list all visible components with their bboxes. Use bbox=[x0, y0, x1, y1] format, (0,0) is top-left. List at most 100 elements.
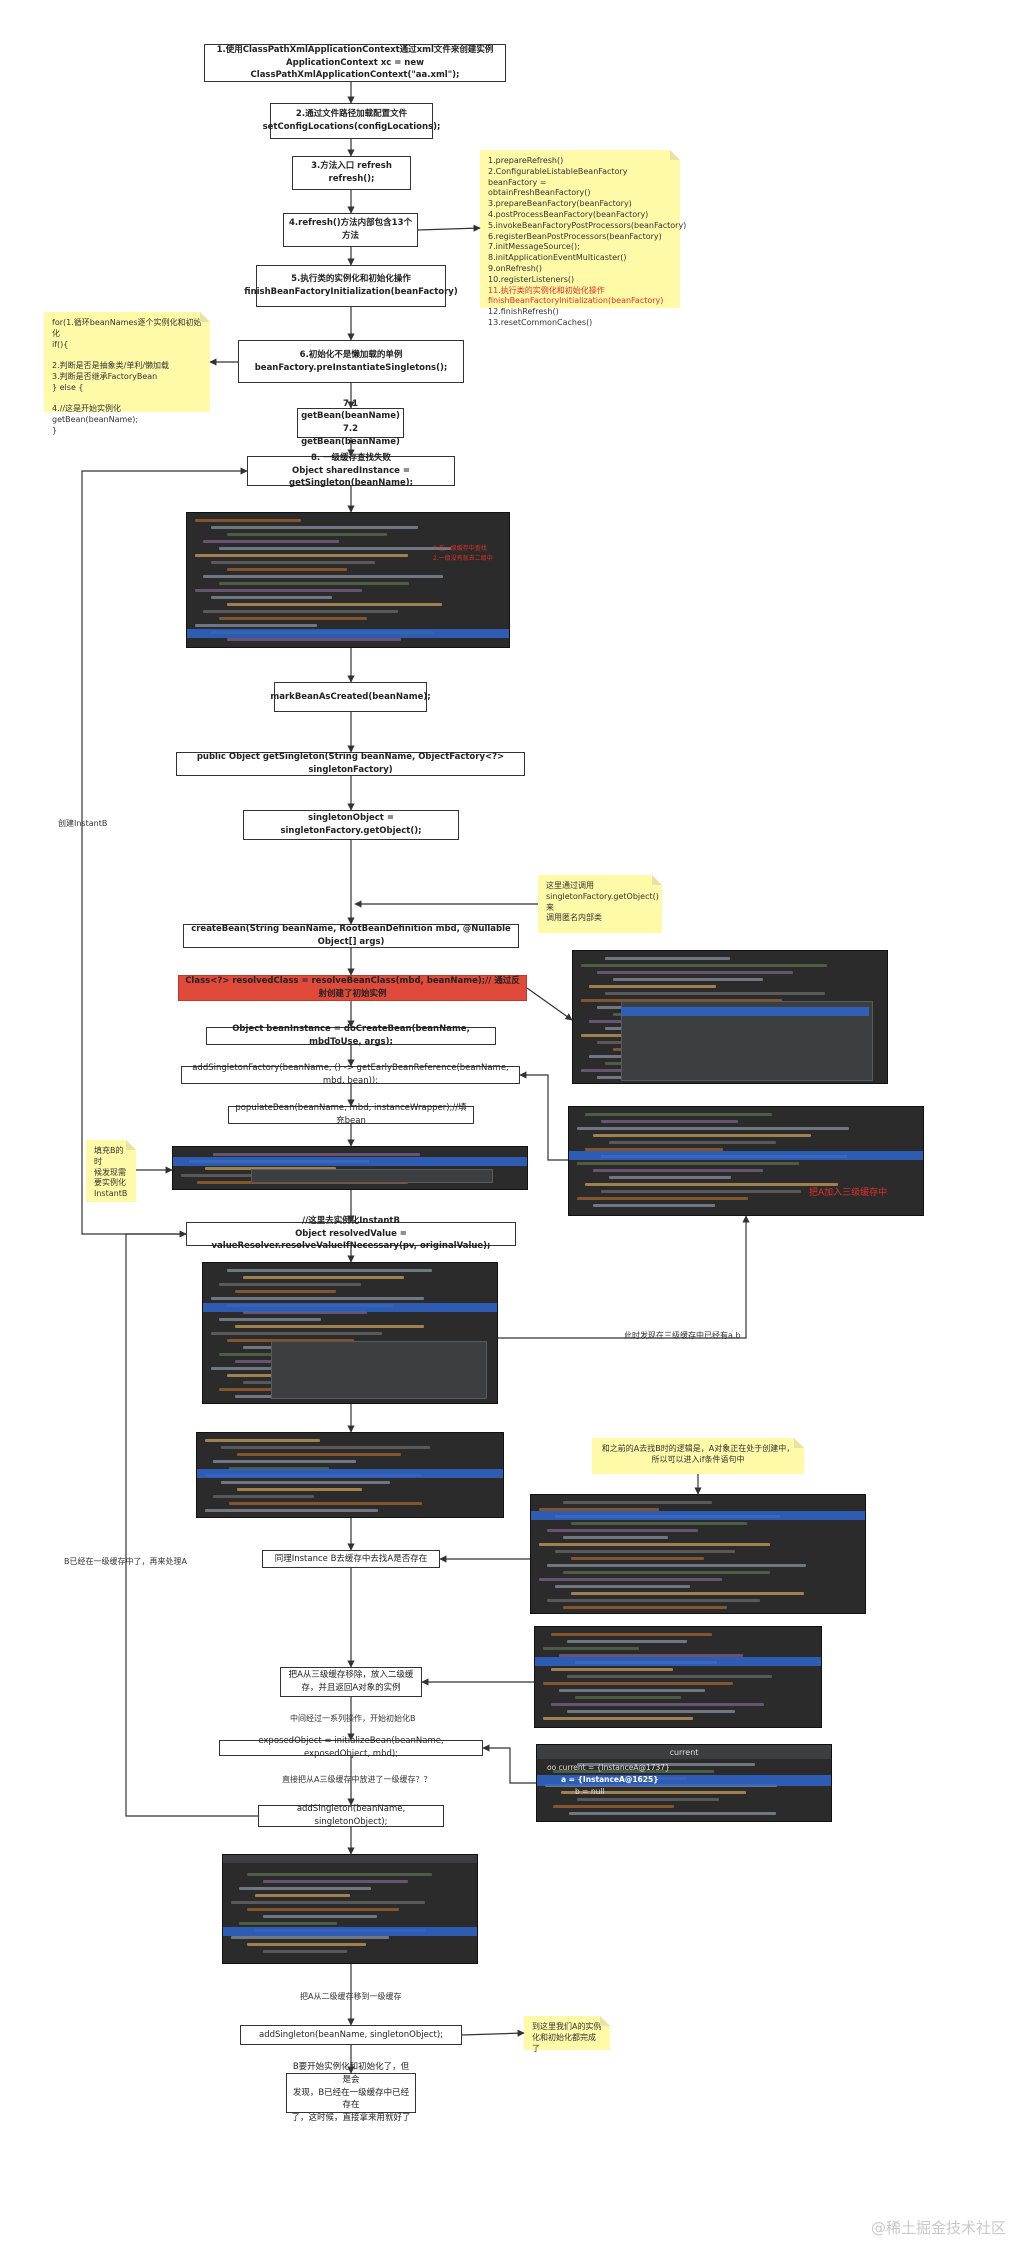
code-line bbox=[555, 1585, 690, 1588]
code-line bbox=[235, 1290, 336, 1293]
code-line bbox=[593, 1169, 763, 1172]
b-ready-line3: 了，这时候，直接拿来用就好了 bbox=[291, 2113, 411, 2124]
do-create-bean-code: Object beanInstance = doCreateBean(beanN… bbox=[232, 1024, 470, 1047]
code-line bbox=[589, 985, 716, 988]
a-done-note-line: 到这里我们A的实例 bbox=[532, 2022, 602, 2031]
code-line bbox=[227, 1339, 355, 1342]
note-fold bbox=[670, 150, 680, 160]
code-line bbox=[593, 1204, 715, 1207]
code-line bbox=[247, 1908, 399, 1911]
code-line bbox=[227, 568, 347, 571]
code-line bbox=[563, 1571, 771, 1574]
refresh-method-item: 8.initApplicationEventMulticaster() bbox=[488, 253, 627, 263]
code-line bbox=[577, 1162, 799, 1165]
a-done-note-line: 化和初始化都完成了 bbox=[532, 2032, 596, 2053]
code-line bbox=[239, 1922, 338, 1925]
code-line bbox=[577, 1763, 756, 1766]
refresh-method-item: 4.postProcessBeanFactory(beanFactory) bbox=[488, 209, 649, 219]
arrow-to-refresh-note bbox=[417, 224, 481, 232]
code-line bbox=[195, 624, 317, 627]
code-line bbox=[547, 1599, 760, 1602]
populate-bean-code: populateBean(beanName, mbd, instanceWrap… bbox=[235, 1103, 467, 1126]
debug-highlight-line bbox=[535, 1657, 821, 1666]
code-line bbox=[243, 1276, 405, 1279]
code-line bbox=[219, 547, 452, 550]
cache3-note: 把A加入三级缓存中 bbox=[809, 1188, 888, 1198]
callback-note-line: 调用匿名内部类 bbox=[546, 913, 602, 923]
code-line bbox=[605, 957, 731, 960]
step-1-title: 1.使用ClassPathXmlApplicationContext通过xml文… bbox=[216, 44, 494, 55]
initialize-bean-box: exposedObject = initializeBean(beanName,… bbox=[219, 1736, 483, 1759]
code-line bbox=[213, 1460, 356, 1463]
debug-highlight-line bbox=[537, 1775, 831, 1786]
debug-highlight-line bbox=[621, 1007, 869, 1016]
step-6-box: 6.初始化不是懒加载的单例 beanFactory.preInstantiate… bbox=[238, 340, 464, 383]
code-line bbox=[577, 1127, 850, 1130]
code-line bbox=[243, 1311, 368, 1314]
ide-screenshot-resolve-value bbox=[202, 1262, 498, 1404]
mark-bean-code: markBeanAsCreated(beanName); bbox=[270, 691, 431, 702]
a-done-list: 到这里我们A的实例化和初始化都完成了 bbox=[532, 2022, 602, 2054]
refresh-methods-list: 1.prepareRefresh()2.ConfigurableListable… bbox=[488, 156, 686, 329]
get-singleton-code: public Object getSingleton(String beanNa… bbox=[196, 752, 505, 775]
loop-note-line: getBean(beanName); bbox=[52, 415, 139, 425]
cache-red-note-1: 1.在一级缓存中查找 bbox=[433, 545, 487, 552]
ide-debugger-object-tree bbox=[222, 1854, 478, 1964]
code-line bbox=[203, 610, 399, 613]
arrow-to-resolve-ide bbox=[526, 987, 573, 1021]
code-line bbox=[567, 1640, 687, 1643]
ide-screenshot-populate-bean bbox=[172, 1146, 528, 1190]
ide-screenshot-early-singleton bbox=[534, 1626, 822, 1728]
arrow-ide-to-add-factory bbox=[519, 1071, 568, 1161]
create-instant-b-label: 创建InstantB bbox=[58, 818, 108, 829]
step-2-code: setConfigLocations(configLocations); bbox=[262, 122, 441, 132]
code-line bbox=[571, 1557, 705, 1560]
found-cache3-label: 此时发现在三级缓存中已经有a.b bbox=[624, 1331, 741, 1340]
code-line bbox=[237, 1488, 363, 1491]
note-fold bbox=[200, 312, 210, 322]
step-6-code: beanFactory.preInstantiateSingletons(); bbox=[254, 362, 448, 373]
callback-note-line: 这里通过调用 bbox=[546, 881, 594, 890]
code-line bbox=[239, 1887, 372, 1890]
code-line bbox=[581, 964, 827, 967]
refresh-method-item: 6.registerBeanPostProcessors(beanFactory… bbox=[488, 231, 662, 241]
code-line bbox=[227, 638, 402, 641]
arrow-to-a-done-note bbox=[461, 2029, 525, 2037]
step-4-title: 4.refresh()方法内部包含13个方法 bbox=[289, 218, 412, 241]
debug-highlight-line bbox=[531, 1511, 865, 1520]
code-line bbox=[577, 1798, 719, 1801]
code-line bbox=[575, 1696, 682, 1699]
debug-var-a: a = {InstanceA@1625} bbox=[561, 1775, 659, 1784]
code-line bbox=[567, 1710, 736, 1713]
code-line bbox=[263, 1880, 408, 1883]
code-line bbox=[263, 1915, 378, 1918]
code-line bbox=[543, 1682, 734, 1685]
refresh-method-item: obtainFreshBeanFactory() bbox=[488, 188, 591, 198]
code-line bbox=[219, 582, 410, 585]
do-create-bean-box: Object beanInstance = doCreateBean(beanN… bbox=[206, 1024, 496, 1047]
loop-note-line: } bbox=[52, 425, 58, 435]
code-line bbox=[231, 1936, 390, 1939]
debugger-header: current bbox=[537, 1745, 831, 1759]
fill-b-note-line: 候发现需 bbox=[94, 1167, 126, 1177]
code-line bbox=[195, 554, 408, 557]
step-4-box: 4.refresh()方法内部包含13个方法 bbox=[283, 213, 418, 247]
refresh-method-item: 2.ConfigurableListableBeanFactory beanFa… bbox=[488, 166, 628, 187]
found-a-note-line: 所以可以进入if条件语句中 bbox=[651, 1454, 745, 1464]
step-1-box: 1.使用ClassPathXmlApplicationContext通过xml文… bbox=[204, 44, 506, 82]
a-done-note: 到这里我们A的实例化和初始化都完成了 bbox=[524, 2016, 610, 2053]
breakpoint-line bbox=[187, 629, 509, 638]
code-line bbox=[227, 603, 442, 606]
code-line bbox=[571, 1592, 804, 1595]
loop-note-line: 3.判断是否继承FactoryBean bbox=[52, 371, 158, 381]
code-line bbox=[543, 1647, 640, 1650]
code-line bbox=[593, 1134, 811, 1137]
code-line bbox=[211, 1297, 424, 1300]
code-line bbox=[247, 1873, 432, 1876]
loop-note-line: if(){ bbox=[52, 339, 69, 349]
code-line bbox=[561, 1791, 746, 1794]
step-8-box: 8. 一级缓存查找失败 Object sharedInstance = getS… bbox=[247, 453, 455, 488]
